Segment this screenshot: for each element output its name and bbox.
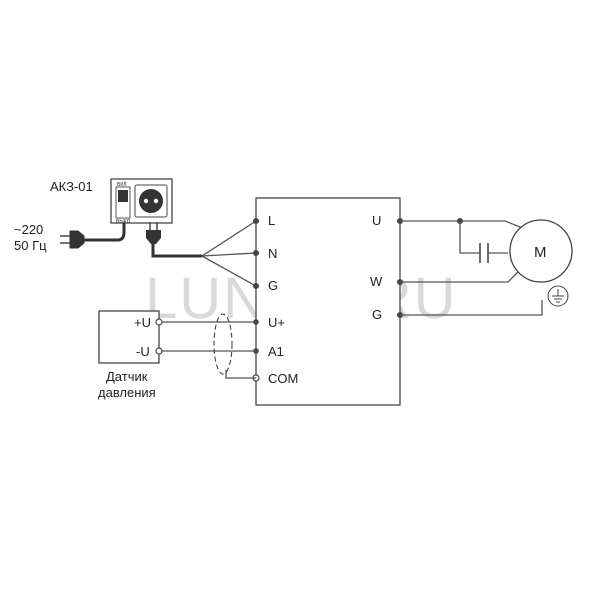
- output-W-label: W: [370, 274, 383, 289]
- supply-frequency-label: 50 Гц: [14, 238, 47, 253]
- cable-shield-icon: [213, 313, 233, 375]
- inverter-box: [255, 197, 401, 406]
- motor-icon: M: [509, 219, 573, 283]
- inverter-outputs: U W G: [370, 213, 403, 322]
- switch-on-label: ВКЛ: [117, 182, 127, 188]
- input-wires: [201, 220, 257, 287]
- device-cord: [151, 244, 202, 258]
- sensor-plus-label: +U: [134, 315, 151, 330]
- device-plug-icon: [146, 222, 161, 244]
- sensor-wires: [155, 318, 256, 379]
- inverter-inputs: L N G: [253, 213, 278, 293]
- sensor-label-line2: давления: [98, 385, 156, 400]
- control-COM-label: COM: [268, 371, 298, 386]
- input-G-label: G: [268, 278, 278, 293]
- motor-label: M: [534, 244, 547, 261]
- supply-cord: [84, 222, 126, 242]
- ground-icon: [547, 285, 569, 307]
- control-A1-label: A1: [268, 344, 284, 359]
- sensor-minus-label: -U: [136, 344, 150, 359]
- input-L-label: L: [268, 213, 275, 228]
- device-switch: ВКЛ ВЫКЛ: [115, 182, 131, 225]
- input-N-label: N: [268, 246, 277, 261]
- output-U-label: U: [372, 213, 381, 228]
- switch-off-label: ВЫКЛ: [116, 219, 130, 225]
- control-Uplus-label: U+: [268, 315, 285, 330]
- supply-voltage-label: ~220: [14, 222, 43, 237]
- sensor-label-line1: Датчик: [106, 369, 148, 384]
- capacitor-icon: [479, 243, 489, 263]
- output-G-label: G: [372, 307, 382, 322]
- device-name-label: АКЗ-01: [50, 179, 93, 194]
- socket-icon: [134, 184, 168, 218]
- mains-plug-icon: [60, 230, 85, 249]
- pressure-sensor-box: [98, 310, 160, 364]
